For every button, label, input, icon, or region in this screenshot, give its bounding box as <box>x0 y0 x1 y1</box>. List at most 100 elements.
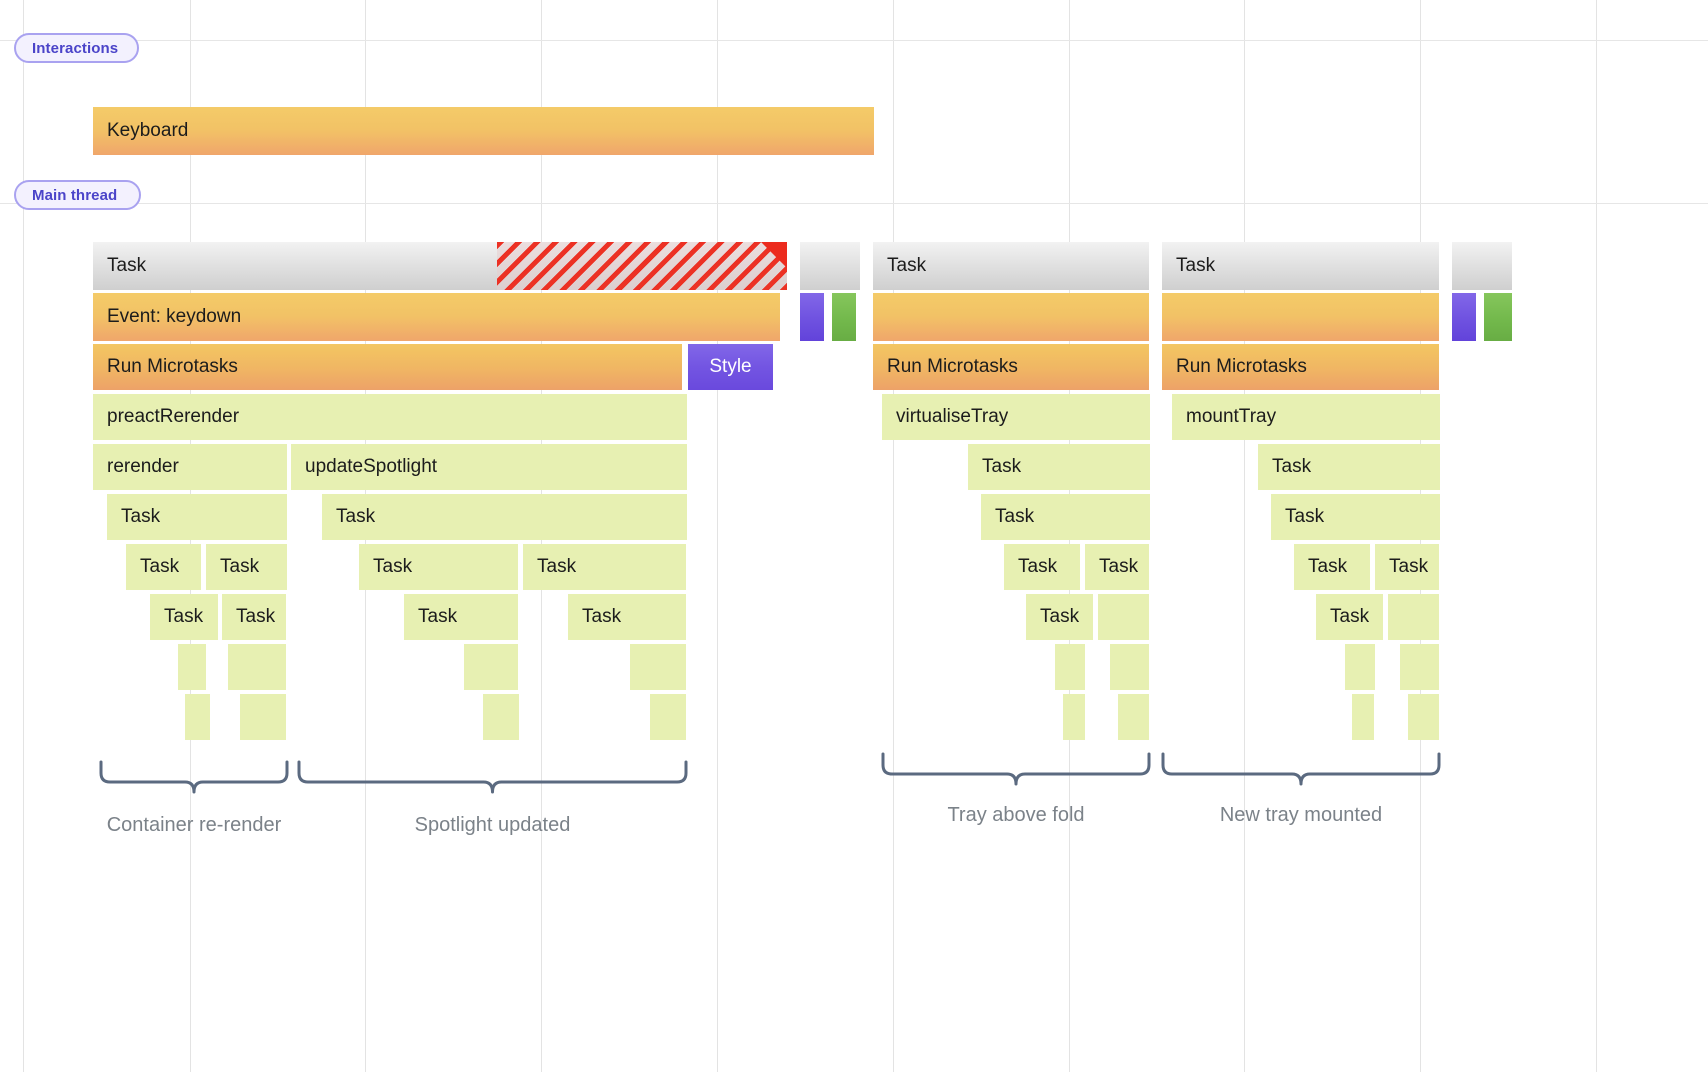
flame-bar-updatespotlight-r4-1[interactable]: updateSpotlight <box>291 444 687 490</box>
flame-bar-task-r6-6[interactable]: Task <box>1294 544 1370 590</box>
flame-bar-marker-green-r1-2[interactable] <box>832 293 856 341</box>
flame-bar-style-r2-1[interactable]: Style <box>688 344 773 390</box>
flame-bar-task-r6-2[interactable]: Task <box>359 544 518 590</box>
flame-bar-script-r9-4[interactable] <box>1063 694 1085 740</box>
flame-bar-task-r6-3[interactable]: Task <box>523 544 686 590</box>
bar-label: Keyboard <box>107 120 189 141</box>
flame-bar-task-r7-0[interactable]: Task <box>150 594 218 640</box>
gridline-vertical-7 <box>1244 0 1245 1072</box>
flame-bar-marker-purple-r1-5[interactable] <box>1452 293 1476 341</box>
flame-bar-task-r7-6[interactable]: Task <box>1316 594 1383 640</box>
bar-label: Event: keydown <box>107 306 242 327</box>
long-task-warning[interactable] <box>497 242 787 290</box>
flame-bar-task-r0-3[interactable]: Task <box>1162 242 1439 290</box>
track-label-interactions[interactable]: Interactions <box>14 33 139 63</box>
bar-label: Task <box>220 556 260 577</box>
flame-bar-task-r7-2[interactable]: Task <box>404 594 518 640</box>
flame-bar-task-r0-2[interactable]: Task <box>873 242 1149 290</box>
gridline-horizontal-1 <box>0 203 1708 204</box>
brace-new-tray-mounted <box>1161 752 1441 786</box>
bar-label: Style <box>709 356 752 377</box>
annotation-caption-new-tray-mounted: New tray mounted <box>1219 804 1383 826</box>
brace-container-re-render <box>99 760 289 794</box>
bar-label: Task <box>1308 556 1348 577</box>
flame-bar-script-r8-4[interactable] <box>1055 644 1085 690</box>
bar-label: Task <box>1272 456 1312 477</box>
flame-bar-rerender-r4-0[interactable]: rerender <box>93 444 287 490</box>
flame-bar-script-r8-7[interactable] <box>1400 644 1439 690</box>
bar-label: Task <box>1040 606 1080 627</box>
flame-bar-marker-green-r1-6[interactable] <box>1484 293 1512 341</box>
flame-bar-script-r9-7[interactable] <box>1408 694 1439 740</box>
flame-bar-task-r0-1[interactable] <box>800 242 860 290</box>
flame-bar-script-r7-5[interactable] <box>1098 594 1149 640</box>
flame-bar-task-r6-1[interactable]: Task <box>206 544 287 590</box>
bar-label: Task <box>1330 606 1370 627</box>
bar-label: Task <box>1099 556 1139 577</box>
bar-label: Run Microtasks <box>107 356 238 377</box>
gridline-horizontal-0 <box>0 40 1708 41</box>
bar-label: mountTray <box>1186 406 1277 427</box>
bar-label: Task <box>1176 255 1216 276</box>
flame-bar-script-r9-2[interactable] <box>483 694 519 740</box>
flame-bar-script-r9-1[interactable] <box>240 694 286 740</box>
bar-label: Task <box>121 506 161 527</box>
flame-bar-script-r8-2[interactable] <box>464 644 518 690</box>
annotation-caption-spotlight-updated: Spotlight updated <box>414 814 571 836</box>
bar-label: preactRerender <box>107 406 240 427</box>
flame-bar-preactrerender-r3-0[interactable]: preactRerender <box>93 394 687 440</box>
gridline-vertical-5 <box>893 0 894 1072</box>
bar-label: Task <box>995 506 1035 527</box>
flame-bar-script-r9-0[interactable] <box>185 694 210 740</box>
flame-bar-run-microtasks-r2-2[interactable]: Run Microtasks <box>873 344 1149 390</box>
flame-bar-task-r5-1[interactable]: Task <box>322 494 687 540</box>
flame-bar-marker-purple-r1-1[interactable] <box>800 293 824 341</box>
interaction-keyboard[interactable]: Keyboard <box>93 107 874 155</box>
flame-bar-script-r8-6[interactable] <box>1345 644 1375 690</box>
flame-bar-run-microtasks-r2-3[interactable]: Run Microtasks <box>1162 344 1439 390</box>
flame-bar-task-r5-0[interactable]: Task <box>107 494 287 540</box>
flame-bar-task-r5-2[interactable]: Task <box>981 494 1150 540</box>
flame-bar-run-microtasks-r2-0[interactable]: Run Microtasks <box>93 344 682 390</box>
flame-bar-task-r7-1[interactable]: Task <box>222 594 286 640</box>
bar-label: Task <box>418 606 458 627</box>
flame-bar-virtualisetray-r3-1[interactable]: virtualiseTray <box>882 394 1150 440</box>
bar-label: Task <box>1018 556 1058 577</box>
long-task-corner-icon <box>761 242 787 268</box>
flame-bar-script-r9-6[interactable] <box>1352 694 1374 740</box>
flame-bar-script-r9-3[interactable] <box>650 694 686 740</box>
flame-bar-task-r6-5[interactable]: Task <box>1085 544 1149 590</box>
gridline-vertical-4 <box>717 0 718 1072</box>
flame-bar-mounttray-r3-2[interactable]: mountTray <box>1172 394 1440 440</box>
flame-bar-task-r4-3[interactable]: Task <box>1258 444 1440 490</box>
bar-label: updateSpotlight <box>305 456 438 477</box>
flame-bar-task-r6-4[interactable]: Task <box>1004 544 1080 590</box>
flame-bar-script-r7-7[interactable] <box>1388 594 1439 640</box>
flame-bar-task-r6-7[interactable]: Task <box>1375 544 1439 590</box>
flame-bar-task-r7-4[interactable]: Task <box>1026 594 1093 640</box>
brace-tray-above-fold <box>881 752 1151 786</box>
flame-bar-script-r9-5[interactable] <box>1118 694 1149 740</box>
flame-bar-event-r1-4[interactable] <box>1162 293 1439 341</box>
bar-label: Task <box>887 255 927 276</box>
flame-bar-task-r6-0[interactable]: Task <box>126 544 201 590</box>
flame-bar-task-r7-3[interactable]: Task <box>568 594 686 640</box>
flame-bar-script-r8-5[interactable] <box>1110 644 1149 690</box>
brace-spotlight-updated <box>297 760 688 794</box>
bar-label: Task <box>1285 506 1325 527</box>
flame-bar-script-r8-0[interactable] <box>178 644 206 690</box>
bar-label: Task <box>537 556 577 577</box>
flame-bar-event-r1-3[interactable] <box>873 293 1149 341</box>
flame-bar-task-r5-3[interactable]: Task <box>1271 494 1440 540</box>
flame-bar-task-r4-2[interactable]: Task <box>968 444 1150 490</box>
annotation-caption-tray-above-fold: Tray above fold <box>947 804 1085 826</box>
bar-label: Task <box>373 556 413 577</box>
flame-bar-script-r8-3[interactable] <box>630 644 686 690</box>
flame-bar-script-r8-1[interactable] <box>228 644 286 690</box>
flame-bar-event-keydown-r1-0[interactable]: Event: keydown <box>93 293 780 341</box>
bar-label: Task <box>336 506 376 527</box>
track-label-main-thread[interactable]: Main thread <box>14 180 141 210</box>
flame-bar-task-r0-4[interactable] <box>1452 242 1512 290</box>
gridline-vertical-0 <box>23 0 24 1072</box>
